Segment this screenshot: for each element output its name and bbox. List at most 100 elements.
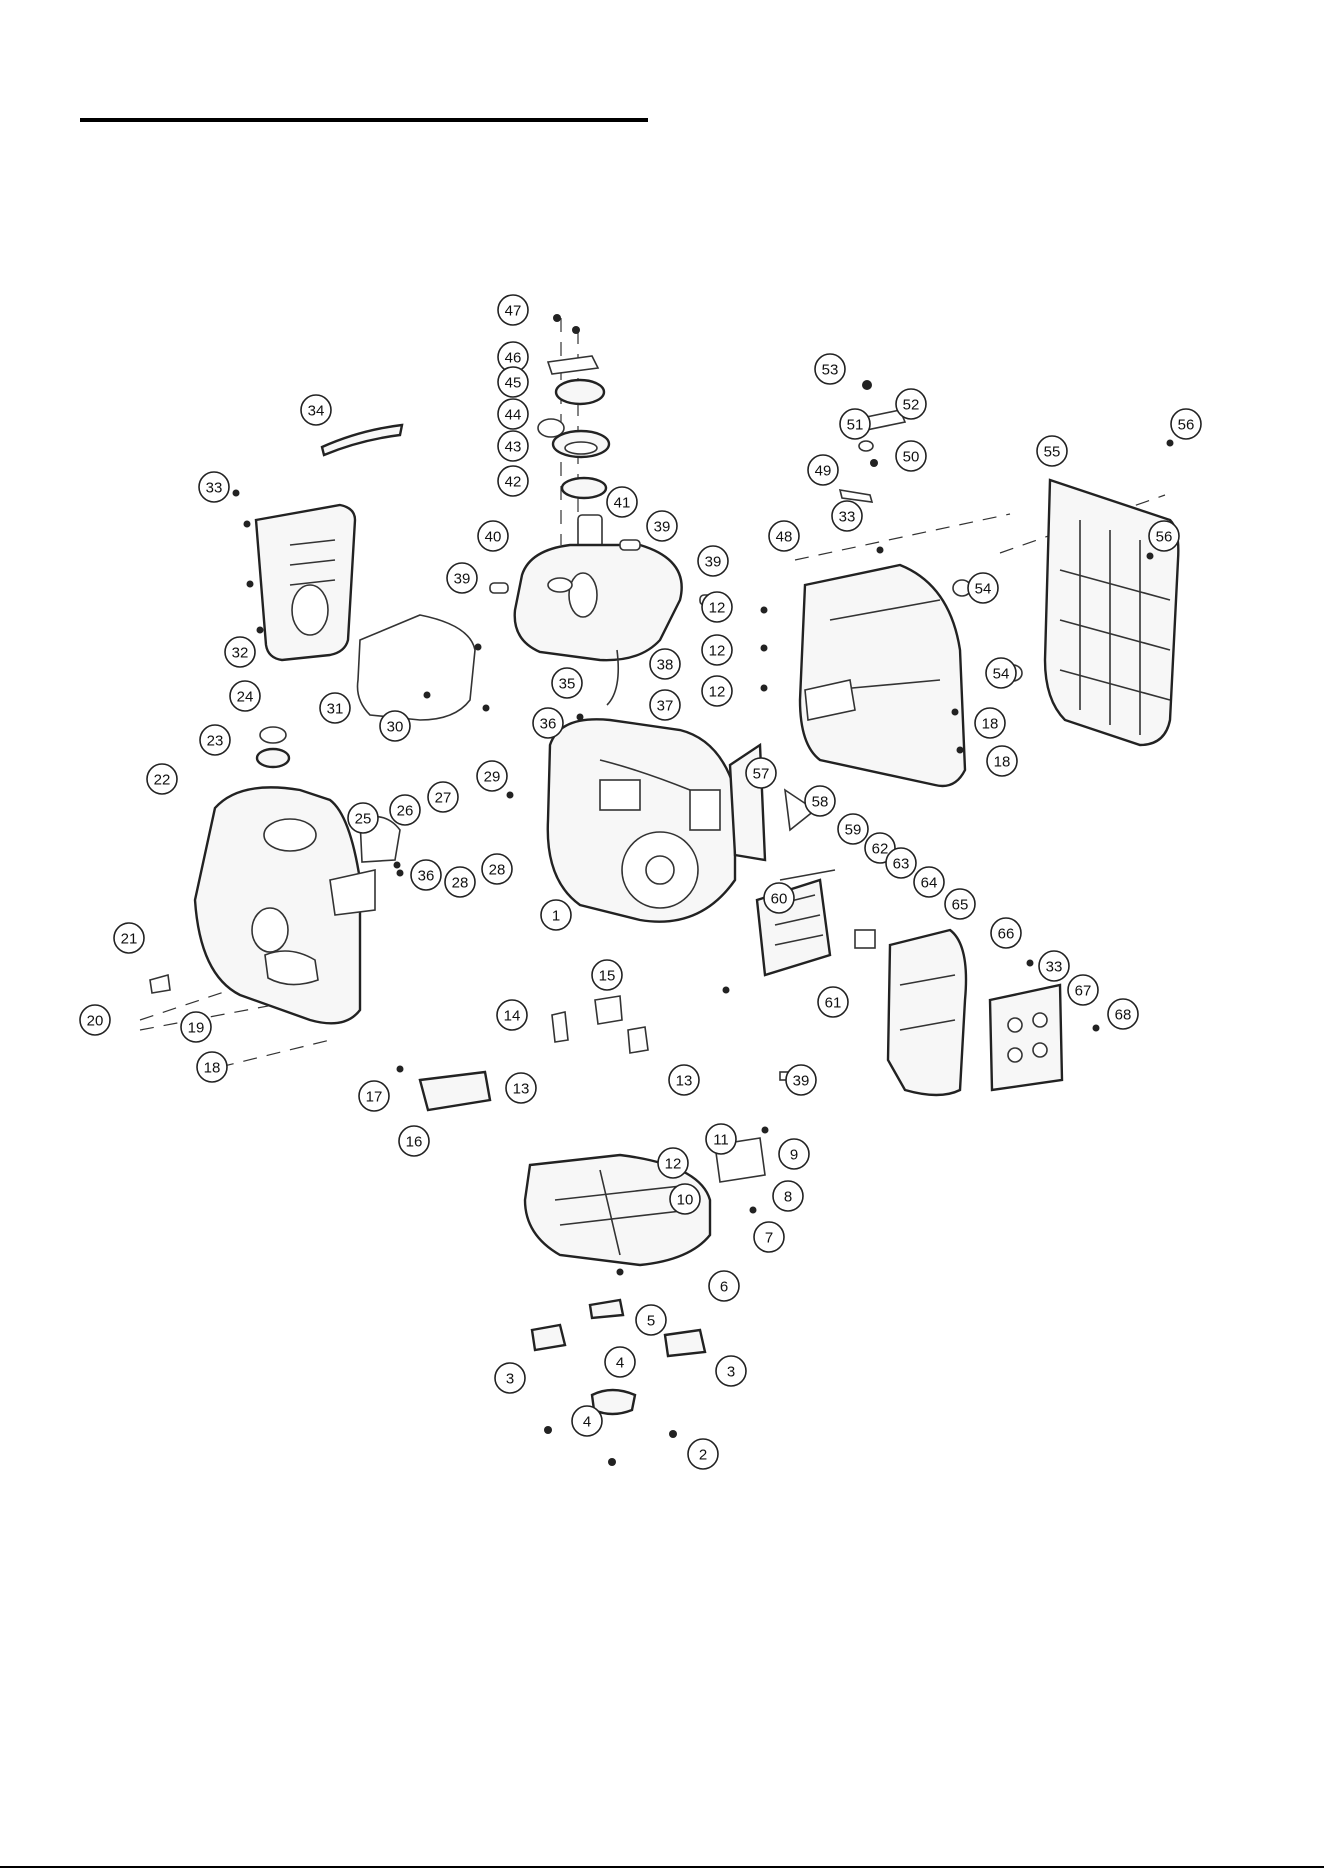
- callout-number: 51: [847, 417, 864, 434]
- callout-10: 10: [670, 1184, 700, 1214]
- callout-30: 30: [380, 711, 410, 741]
- callout-66: 66: [991, 918, 1021, 948]
- callout-number: 47: [505, 303, 522, 320]
- callout-number: 33: [1046, 959, 1063, 976]
- callout-number: 20: [87, 1013, 104, 1030]
- callout-number: 12: [665, 1156, 682, 1173]
- callout-number: 61: [825, 995, 842, 1012]
- callout-number: 45: [505, 375, 522, 392]
- callout-number: 19: [188, 1020, 205, 1037]
- callout-number: 12: [709, 600, 726, 617]
- callout-33: 33: [832, 501, 862, 531]
- callout-number: 2: [699, 1447, 707, 1464]
- callout-64: 64: [914, 867, 944, 897]
- callout-number: 39: [454, 571, 471, 588]
- callout-1: 1: [541, 900, 571, 930]
- callout-57: 57: [746, 758, 776, 788]
- callout-number: 1: [552, 908, 560, 925]
- callout-49: 49: [808, 455, 838, 485]
- callout-2: 2: [688, 1439, 718, 1469]
- callout-number: 12: [709, 643, 726, 660]
- callout-43: 43: [498, 431, 528, 461]
- callout-number: 18: [204, 1060, 221, 1077]
- callout-number: 3: [727, 1364, 735, 1381]
- callout-number: 59: [845, 822, 862, 839]
- callout-number: 34: [308, 403, 325, 420]
- callout-55: 55: [1037, 436, 1067, 466]
- callout-number: 9: [790, 1147, 798, 1164]
- callout-number: 24: [237, 689, 254, 706]
- callout-41: 41: [607, 487, 637, 517]
- callout-40: 40: [478, 521, 508, 551]
- callout-54: 54: [968, 573, 998, 603]
- callout-number: 22: [154, 772, 171, 789]
- callout-63: 63: [886, 848, 916, 878]
- callout-number: 15: [599, 968, 616, 985]
- callout-3: 3: [495, 1363, 525, 1393]
- callout-56: 56: [1171, 409, 1201, 439]
- callout-number: 36: [540, 716, 557, 733]
- callout-8: 8: [773, 1181, 803, 1211]
- callout-18: 18: [975, 708, 1005, 738]
- callout-13: 13: [669, 1065, 699, 1095]
- callout-number: 39: [654, 519, 671, 536]
- callout-number: 36: [418, 868, 435, 885]
- callout-22: 22: [147, 764, 177, 794]
- callout-number: 41: [614, 495, 631, 512]
- callout-number: 6: [720, 1279, 728, 1296]
- callout-39: 39: [698, 546, 728, 576]
- callout-number: 18: [982, 716, 999, 733]
- callout-38: 38: [650, 649, 680, 679]
- callout-number: 32: [232, 645, 249, 662]
- callout-number: 55: [1044, 444, 1061, 461]
- callout-9: 9: [779, 1139, 809, 1169]
- callout-67: 67: [1068, 975, 1098, 1005]
- callout-number: 38: [657, 657, 674, 674]
- callout-7: 7: [754, 1222, 784, 1252]
- callout-56: 56: [1149, 521, 1179, 551]
- callout-17: 17: [359, 1081, 389, 1111]
- callout-number: 37: [657, 698, 674, 715]
- callout-32: 32: [225, 637, 255, 667]
- fuel-cap-assembly: [538, 314, 609, 550]
- callout-16: 16: [399, 1126, 429, 1156]
- callout-number: 56: [1178, 417, 1195, 434]
- callout-number: 35: [559, 676, 576, 693]
- callout-number: 17: [366, 1089, 383, 1106]
- callout-28: 28: [445, 867, 475, 897]
- callout-11: 11: [706, 1124, 736, 1154]
- callout-39: 39: [647, 511, 677, 541]
- callout-number: 42: [505, 474, 522, 491]
- callout-number: 14: [504, 1008, 521, 1025]
- callout-31: 31: [320, 693, 350, 723]
- callout-51: 51: [840, 409, 870, 439]
- callout-15: 15: [592, 960, 622, 990]
- callout-12: 12: [702, 676, 732, 706]
- callout-13: 13: [506, 1073, 536, 1103]
- bottom-rule: [0, 1866, 1324, 1868]
- callout-42: 42: [498, 466, 528, 496]
- callout-number: 43: [505, 439, 522, 456]
- callout-6: 6: [709, 1271, 739, 1301]
- callout-52: 52: [896, 389, 926, 419]
- callout-12: 12: [702, 635, 732, 665]
- base-frame: [420, 996, 765, 1466]
- callout-23: 23: [200, 725, 230, 755]
- fuel-tank: [490, 540, 720, 705]
- callout-number: 27: [435, 790, 452, 807]
- callout-4: 4: [605, 1347, 635, 1377]
- callout-36: 36: [533, 708, 563, 738]
- callout-number: 18: [994, 754, 1011, 771]
- callout-number: 7: [765, 1230, 773, 1247]
- callout-25: 25: [348, 803, 378, 833]
- callout-number: 13: [676, 1073, 693, 1090]
- callout-number: 65: [952, 897, 969, 914]
- callout-58: 58: [805, 786, 835, 816]
- callout-35: 35: [552, 668, 582, 698]
- callout-number: 58: [812, 794, 829, 811]
- callout-45: 45: [498, 367, 528, 397]
- callout-number: 64: [921, 875, 938, 892]
- callout-number: 53: [822, 362, 839, 379]
- callout-47: 47: [498, 295, 528, 325]
- callout-number: 5: [647, 1313, 655, 1330]
